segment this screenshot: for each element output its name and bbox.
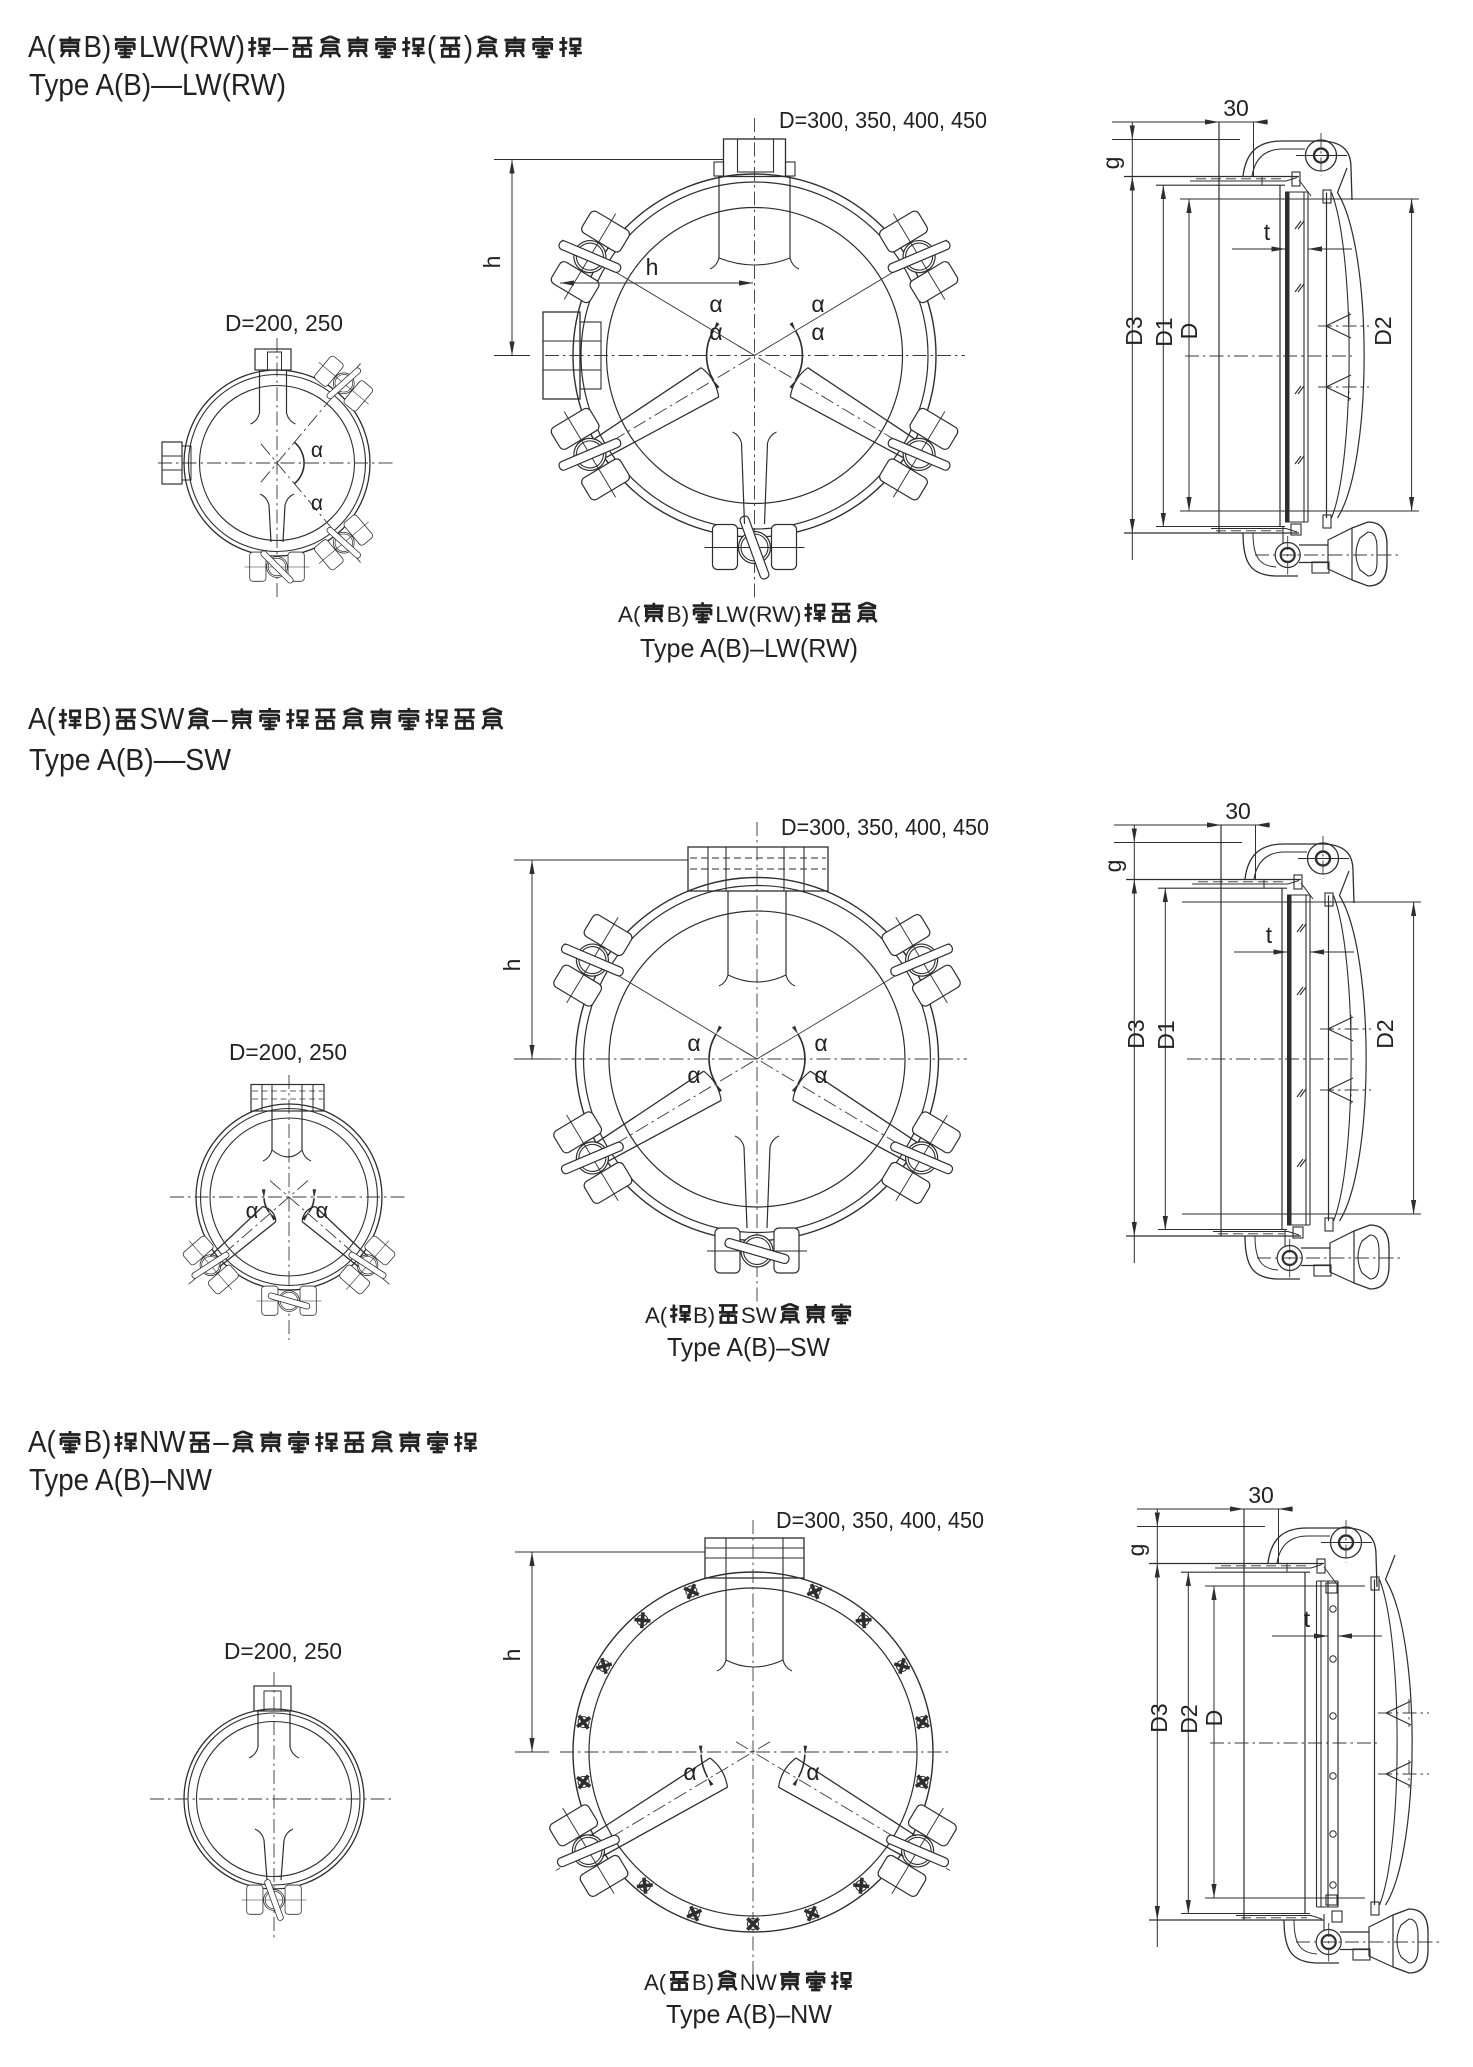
svg-text:D=200, 250: D=200, 250 [224, 1638, 342, 1664]
svg-text:t: t [1266, 922, 1273, 948]
svg-text:α: α [814, 1030, 827, 1056]
svg-text:D=200, 250: D=200, 250 [229, 1039, 347, 1065]
svg-text:α: α [311, 439, 323, 462]
svg-text:g: g [1123, 1544, 1149, 1557]
svg-text:–: – [213, 1424, 229, 1459]
svg-text:α: α [814, 1062, 827, 1088]
svg-text:α: α [811, 319, 824, 345]
svg-text:D=200, 250: D=200, 250 [225, 310, 343, 336]
svg-text:A(: A( [644, 1970, 667, 1995]
svg-text:Type A(B)–NW: Type A(B)–NW [666, 1999, 832, 2029]
svg-text:B): B) [84, 701, 112, 736]
svg-text:A(: A( [28, 29, 56, 64]
svg-text:30: 30 [1248, 1482, 1274, 1508]
svg-text:D=300, 350, 400, 450: D=300, 350, 400, 450 [776, 1507, 984, 1533]
svg-text:g: g [1100, 860, 1126, 873]
svg-text:D2: D2 [1372, 1019, 1398, 1048]
svg-text:D1: D1 [1153, 1020, 1179, 1049]
svg-text:g: g [1098, 157, 1124, 170]
svg-text:D=300, 350, 400, 450: D=300, 350, 400, 450 [781, 814, 989, 840]
svg-text:B): B) [84, 1424, 112, 1459]
svg-text:D2: D2 [1370, 316, 1396, 345]
svg-text:SW: SW [139, 701, 185, 736]
svg-text:Type A(B)––SW: Type A(B)––SW [29, 742, 232, 777]
svg-text:D: D [1201, 1710, 1227, 1727]
svg-text:D3: D3 [1121, 316, 1147, 345]
svg-text:t: t [1304, 1606, 1311, 1632]
svg-text:t: t [1264, 219, 1271, 245]
svg-text:α: α [316, 1198, 329, 1223]
svg-text:A(: A( [28, 701, 56, 736]
svg-text:α: α [811, 291, 824, 317]
svg-text:30: 30 [1225, 798, 1251, 824]
svg-text:D2: D2 [1176, 1704, 1202, 1733]
svg-text:B): B) [84, 29, 112, 64]
svg-text:Type A(B)–SW: Type A(B)–SW [667, 1332, 830, 1362]
svg-text:): ) [464, 29, 473, 64]
svg-text:h: h [646, 254, 659, 280]
svg-text:α: α [709, 291, 722, 317]
svg-text:D3: D3 [1123, 1019, 1149, 1048]
svg-text:α: α [806, 1759, 819, 1785]
svg-text:–: – [273, 29, 289, 64]
svg-text:B): B) [667, 602, 690, 627]
svg-text:α: α [687, 1062, 700, 1088]
svg-text:30: 30 [1223, 95, 1249, 121]
svg-text:D=300, 350, 400, 450: D=300, 350, 400, 450 [779, 107, 987, 133]
svg-text:NW: NW [139, 1424, 186, 1459]
svg-text:Type A(B)––LW(RW): Type A(B)––LW(RW) [29, 67, 286, 102]
svg-text:A(: A( [28, 1424, 56, 1459]
svg-text:α: α [311, 492, 323, 515]
svg-text:α: α [709, 319, 722, 345]
svg-text:NW: NW [740, 1970, 777, 1995]
svg-text:α: α [683, 1759, 696, 1785]
svg-text:α: α [687, 1030, 700, 1056]
svg-text:D3: D3 [1146, 1703, 1172, 1732]
svg-text:h: h [499, 959, 525, 972]
svg-text:SW: SW [741, 1303, 777, 1328]
svg-text:B): B) [693, 1303, 715, 1328]
svg-text:h: h [479, 256, 505, 269]
svg-text:(: ( [427, 29, 437, 64]
svg-text:A(: A( [618, 602, 641, 627]
svg-text:Type A(B)–LW(RW): Type A(B)–LW(RW) [640, 633, 858, 663]
svg-text:D1: D1 [1151, 317, 1177, 346]
svg-text:α: α [246, 1198, 259, 1223]
svg-text:LW(RW): LW(RW) [715, 602, 801, 627]
svg-text:A(: A( [645, 1303, 668, 1328]
svg-text:h: h [499, 1649, 525, 1662]
svg-text:Type A(B)–NW: Type A(B)–NW [29, 1462, 213, 1497]
svg-text:LW(RW): LW(RW) [139, 29, 245, 64]
svg-text:D: D [1176, 323, 1202, 340]
svg-text:B): B) [692, 1970, 714, 1995]
svg-text:–: – [212, 701, 228, 736]
